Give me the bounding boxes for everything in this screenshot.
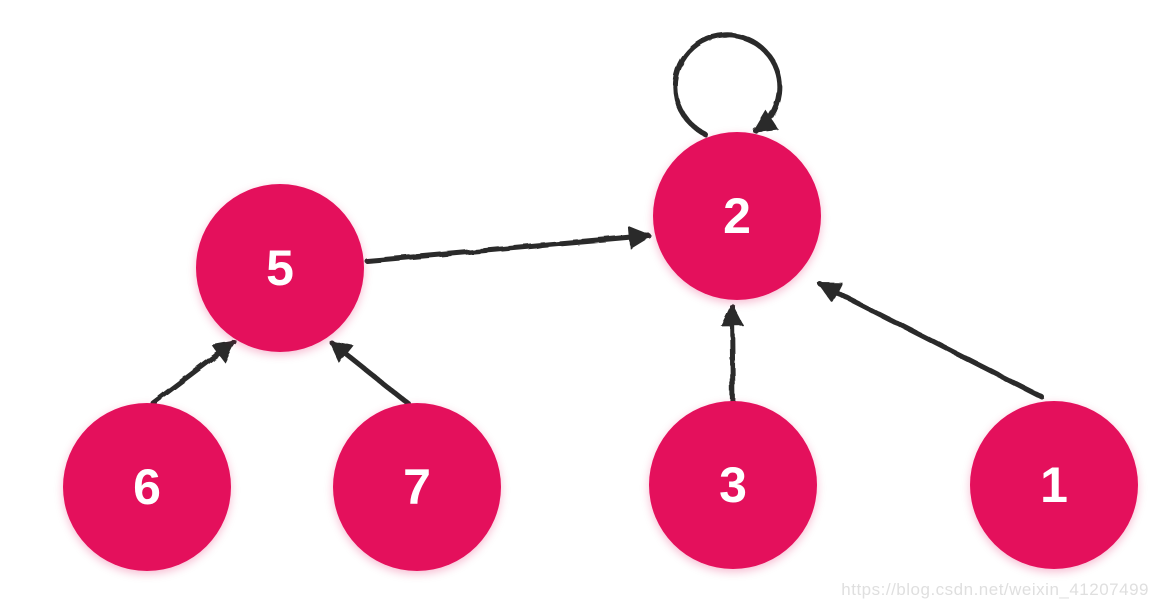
edge-1-to-2 xyxy=(817,281,1045,400)
node-3-label: 3 xyxy=(719,457,747,513)
node-5: 5 xyxy=(196,184,364,352)
edge-2-self-loop xyxy=(673,32,783,137)
edge-7-to-5 xyxy=(328,339,413,408)
node-2: 2 xyxy=(653,132,821,300)
node-1-label: 1 xyxy=(1040,457,1068,513)
node-1: 1 xyxy=(970,401,1138,569)
node-7: 7 xyxy=(333,403,501,571)
edge-5-to-2 xyxy=(364,226,653,264)
node-3: 3 xyxy=(649,401,817,569)
watermark: https://blog.csdn.net/weixin_41207499 xyxy=(841,580,1149,599)
node-6: 6 xyxy=(63,403,231,571)
edge-3-to-2 xyxy=(720,302,744,412)
node-7-label: 7 xyxy=(403,459,431,515)
node-5-label: 5 xyxy=(266,240,294,296)
node-6-label: 6 xyxy=(133,459,161,515)
node-2-label: 2 xyxy=(723,188,751,244)
edge-6-to-5 xyxy=(150,339,237,406)
